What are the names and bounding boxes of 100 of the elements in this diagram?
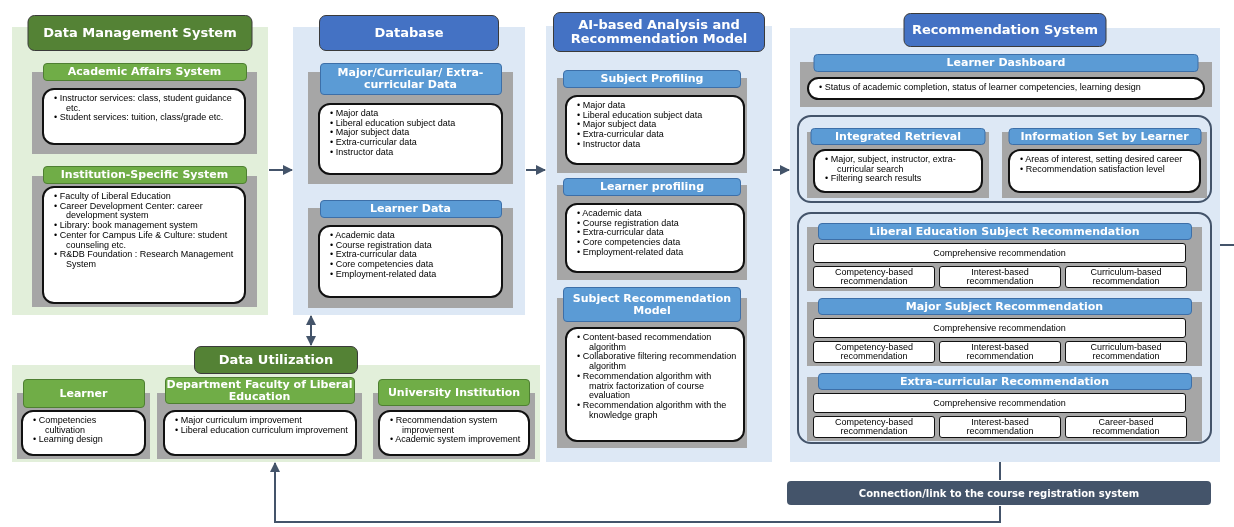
- subsection-panel: [557, 178, 747, 280]
- subsection-panel: [32, 63, 257, 154]
- subsection-heading: Institution-Specific System: [42, 166, 247, 184]
- link-bar: Connection/link to the course registration system: [787, 481, 1211, 505]
- recommendation-cell: Interest-based recommendation: [939, 416, 1061, 438]
- subsection-heading: Liberal Education Subject Recommendation: [817, 223, 1192, 240]
- bullet-item: • Major data: [330, 109, 380, 119]
- subsection-heading: Learner: [22, 379, 145, 408]
- bullet-item: • Student services: tuition, class/grade etc.: [54, 113, 225, 124]
- subsection-panel: [807, 298, 1202, 366]
- subsection-panel: [17, 379, 150, 459]
- bullet-item: • Competencies cultivation: [33, 416, 98, 435]
- subsection-heading: Academic Affairs System: [42, 63, 247, 81]
- recommendation-cell: Interest-based recommendation: [939, 341, 1061, 363]
- section-panel: [293, 15, 525, 315]
- subsection-panel: [807, 373, 1202, 441]
- content-box: [21, 410, 146, 456]
- section-panel: [12, 15, 268, 315]
- group-frame: [797, 212, 1212, 444]
- bullet-item: • Liberal education subject data: [577, 110, 704, 120]
- arrow: [772, 165, 790, 175]
- content-box: [42, 186, 246, 304]
- section-heading: Recommendation System: [903, 13, 1107, 47]
- content-box: [565, 203, 745, 273]
- bullet-item: • Extra-curricular data: [577, 228, 665, 238]
- bullet-item: • Course registration data: [577, 218, 680, 229]
- recommendation-cell: Interest-based recommendation: [939, 266, 1061, 288]
- section-panel: [790, 13, 1220, 462]
- subsection-panel: [807, 223, 1202, 291]
- subsection-panel: [157, 377, 362, 459]
- content-box: [318, 225, 503, 298]
- bullet-item: • Areas of interest, setting desired career: [1020, 155, 1184, 165]
- bullet-item: • Employment-related data: [577, 247, 685, 258]
- bullet-item: • Recommendation system improvement: [390, 416, 498, 436]
- recommendation-cell: Comprehensive recommendation: [813, 243, 1186, 263]
- arrow: [268, 165, 293, 175]
- recommendation-cell: Curriculum-based recommendation: [1065, 266, 1187, 288]
- section-heading: Data Management System: [27, 15, 253, 51]
- content-box: [565, 95, 745, 165]
- subsection-heading: Information Set by Learner: [1008, 128, 1201, 145]
- content-box: [565, 327, 745, 442]
- content-box: [807, 77, 1205, 100]
- subsection-panel: [1002, 128, 1207, 198]
- bullet-item: • Major data: [577, 101, 627, 111]
- recommendation-cell: Comprehensive recommendation: [813, 318, 1186, 338]
- subsection-panel: [308, 63, 513, 184]
- bullet-item: • Major subject data: [577, 120, 657, 131]
- subsection-heading: Department Faculty of Liberal Education: [164, 377, 355, 404]
- content-box: [1008, 149, 1201, 193]
- arrow: [270, 462, 1001, 523]
- bullet-item: • Recommendation satisfaction level: [1020, 164, 1166, 175]
- bullet-item: • Major subject data: [330, 128, 410, 139]
- bullet-item: • Instructor data: [330, 147, 395, 158]
- bullet-item: • Recommendation algorithm with matrix factorization of course evaluation: [577, 371, 713, 401]
- bullet-item: • Core competencies data: [330, 260, 434, 270]
- subsection-panel: [557, 70, 747, 173]
- bullet-item: • Faculty of Liberal Education: [54, 192, 172, 202]
- section-heading: AI-based Analysis and Recommendation Model: [553, 12, 765, 52]
- group-frame: [797, 115, 1212, 203]
- bullet-item: • Center for Campus Life & Culture: student counseling etc.: [54, 230, 229, 250]
- bullet-item: • Major, subject, instructor, extra-curricular search: [825, 155, 957, 174]
- bullet-item: • Course registration data: [330, 240, 433, 251]
- recommendation-cell: Curriculum-based recommendation: [1065, 341, 1187, 363]
- content-box: [163, 410, 357, 456]
- bullet-item: • Employment-related data: [330, 269, 438, 280]
- bullet-item: • Academic data: [577, 209, 643, 219]
- bullet-item: • Extra-curricular data: [330, 138, 418, 148]
- bullet-item: • Instructor data: [577, 139, 642, 150]
- bullet-item: • Content-based recommendation algorithm: [577, 333, 712, 353]
- section-heading: Data Utilization: [194, 346, 358, 374]
- bullet-item: • Academic system improvement: [390, 435, 522, 446]
- bullet-item: • Core competencies data: [577, 238, 681, 248]
- bullet-item: • Extra-curricular data: [330, 250, 418, 260]
- subsection-heading: University Institution: [378, 379, 530, 406]
- subsection-panel: [807, 128, 989, 198]
- bullet-item: • Library: book management system: [54, 221, 198, 231]
- bullet-item: • Filtering search results: [825, 174, 923, 185]
- subsection-heading: Major Subject Recommendation: [817, 298, 1192, 315]
- subsection-panel: [373, 379, 535, 459]
- bullet-item: • Liberal education subject data: [330, 118, 457, 128]
- subsection-heading: Learner Dashboard: [813, 54, 1199, 72]
- subsection-heading: Major/Curricular/ Extra-curricular Data: [319, 63, 502, 95]
- content-box: [42, 88, 246, 145]
- subsection-heading: Subject Profiling: [563, 70, 741, 88]
- arrow: [306, 315, 316, 346]
- subsection-panel: [308, 200, 513, 308]
- section-heading: Database: [319, 15, 499, 51]
- subsection-heading: Integrated Retrieval: [810, 128, 986, 145]
- subsection-panel: [557, 287, 747, 448]
- subsection-heading: Learner Data: [319, 200, 502, 218]
- bullet-item: • Extra-curricular data: [577, 130, 665, 140]
- subsection-panel: [800, 54, 1212, 107]
- bullet-item: • Learning design: [33, 435, 104, 446]
- content-box: [378, 410, 530, 456]
- recommendation-cell: Comprehensive recommendation: [813, 393, 1186, 413]
- subsection-heading: Extra-curricular Recommendation: [817, 373, 1192, 390]
- recommendation-cell: Competency-based recommendation: [813, 266, 935, 288]
- section-panel: [546, 12, 772, 462]
- subsection-panel: [32, 166, 257, 307]
- bullet-item: • Collaborative filtering recommendation algorithm: [577, 352, 737, 372]
